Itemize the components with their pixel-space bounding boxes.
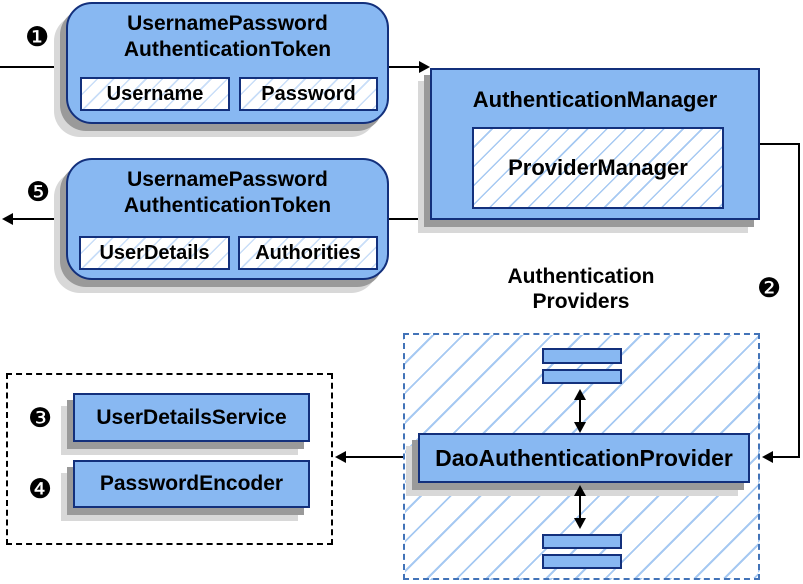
incoming-request-line [0, 66, 66, 68]
password-field-box: Password [239, 77, 378, 111]
user-services-container [6, 373, 333, 545]
other-provider-bar-bottom-1 [542, 534, 622, 549]
providers-heading-line1: Authentication [507, 265, 655, 288]
userdetails-field-box: UserDetails [79, 236, 230, 270]
dao-to-services-line [346, 456, 418, 458]
username-password-token-request-box: UsernamePassword AuthenticationToken Use… [66, 2, 389, 124]
authorities-field-box: Authorities [238, 236, 378, 270]
arrowhead-into-services-box [335, 451, 346, 463]
providers-upper-link-line [579, 396, 581, 427]
password-encoder-box: PasswordEncoder [73, 460, 310, 508]
authentication-manager-title: AuthenticationManager [472, 87, 718, 112]
arrowhead-into-dao-provider [762, 451, 773, 463]
arrowhead-response-out [2, 213, 13, 225]
providers-upper-link-arrow-down [574, 422, 586, 433]
token-response-title-line2: AuthenticationToken [123, 194, 332, 217]
providers-lower-link-arrow-up [574, 485, 586, 496]
providers-lower-link-line [579, 492, 581, 523]
arrowhead-into-authentication-manager [419, 61, 430, 73]
authentication-manager-box: AuthenticationManager ProviderManager [430, 68, 760, 220]
token-request-title-line2: AuthenticationToken [123, 38, 332, 61]
token-response-title-line1: UsernamePassword [127, 168, 328, 191]
user-details-service-box: UserDetailsService [73, 393, 310, 442]
providers-lower-link-arrow-down [574, 518, 586, 529]
step-3-badge: ❸ [28, 403, 53, 434]
manager-to-response-token-line [389, 218, 432, 220]
step-5-badge: ❺ [26, 177, 51, 208]
manager-to-providers-line-top [760, 143, 800, 145]
token-request-title-line1: UsernamePassword [127, 12, 328, 35]
response-outgoing-line [9, 218, 66, 220]
step-4-badge: ❹ [28, 474, 53, 505]
step-2-badge: ❷ [757, 273, 782, 304]
other-provider-bar-top-2 [542, 369, 622, 384]
manager-to-providers-line-bottom [771, 456, 799, 458]
providers-upper-link-arrow-up [574, 389, 586, 400]
step-1-badge: ❶ [25, 22, 50, 53]
dao-authentication-provider-box: DaoAuthenticationProvider [418, 433, 750, 483]
providers-heading-line2: Providers [532, 290, 630, 313]
authentication-providers-heading: Authentication Providers [431, 264, 731, 314]
provider-manager-box: ProviderManager [472, 127, 724, 209]
other-provider-bar-top-1 [542, 348, 622, 364]
other-provider-bar-bottom-2 [542, 554, 622, 569]
token-to-manager-line [389, 66, 420, 68]
username-field-box: Username [80, 77, 230, 111]
manager-to-providers-line-vertical [798, 143, 800, 458]
username-password-token-response-box: UsernamePassword AuthenticationToken Use… [66, 158, 389, 280]
